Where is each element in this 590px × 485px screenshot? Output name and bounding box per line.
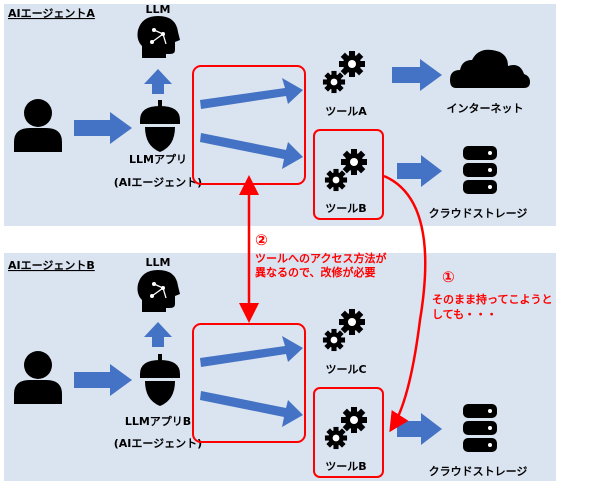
storage-label-a: クラウドストレージ [429,207,528,220]
curved-arrow-reuse-tool [383,174,427,433]
arrow-tool-to-storage [397,155,442,187]
acorn-icon [140,100,180,152]
tool-a-label: ツールA [325,105,367,118]
internet-label: インターネット [447,102,524,115]
database-icon [463,146,497,194]
database-icon [463,404,497,452]
llm-label: LLM [146,256,171,269]
note2-line1: ツールへのアクセス方法が [255,251,386,265]
arrow-app-to-tool-c [200,336,303,367]
ai-head-icon [137,270,180,312]
person-icon [14,351,62,404]
person-icon [14,99,62,152]
arrow-tool-to-internet [392,59,442,91]
tool-c-label: ツールC [325,363,366,376]
highlight-box-b [192,323,306,443]
app-label-line2: (AIエージェント) [114,176,202,189]
llm-label: LLM [146,3,171,16]
arrow-app-to-llm [144,69,172,94]
note1-line2: しても・・・ [432,308,497,321]
arrow-app-to-tool-a [200,78,303,109]
note2-number: ② [255,231,268,249]
arrow-user-to-app [74,112,132,144]
app-label-line1: LLMアプリ [129,152,187,166]
arrow-user-to-app [74,364,132,396]
note2-line2: 異なるので、改修が必要 [255,265,376,279]
cloud-icon [450,49,530,88]
note1-line1: そのまま持ってこようと [432,292,552,306]
arrow-app-to-tool-b [200,133,303,169]
arrow-app-to-tool-b [200,391,303,427]
acorn-icon [140,354,180,406]
note1-number: ① [442,268,455,286]
storage-label-b: クラウドストレージ [429,465,528,478]
tool-b-box-a [313,129,384,220]
arrow-app-to-llm [144,322,172,347]
panel-a-title: AIエージェントA [8,7,95,20]
tool-b-label-b: ツールB [325,460,366,473]
panel-b-title: AIエージェントB [8,259,95,272]
tool-b-box-b [313,387,384,478]
tool-b-label-a: ツールB [325,202,366,215]
ai-head-icon [137,16,180,58]
app-label-line2: (AIエージェント) [114,437,202,450]
app-label-line1: LLMアプリB [125,414,191,428]
